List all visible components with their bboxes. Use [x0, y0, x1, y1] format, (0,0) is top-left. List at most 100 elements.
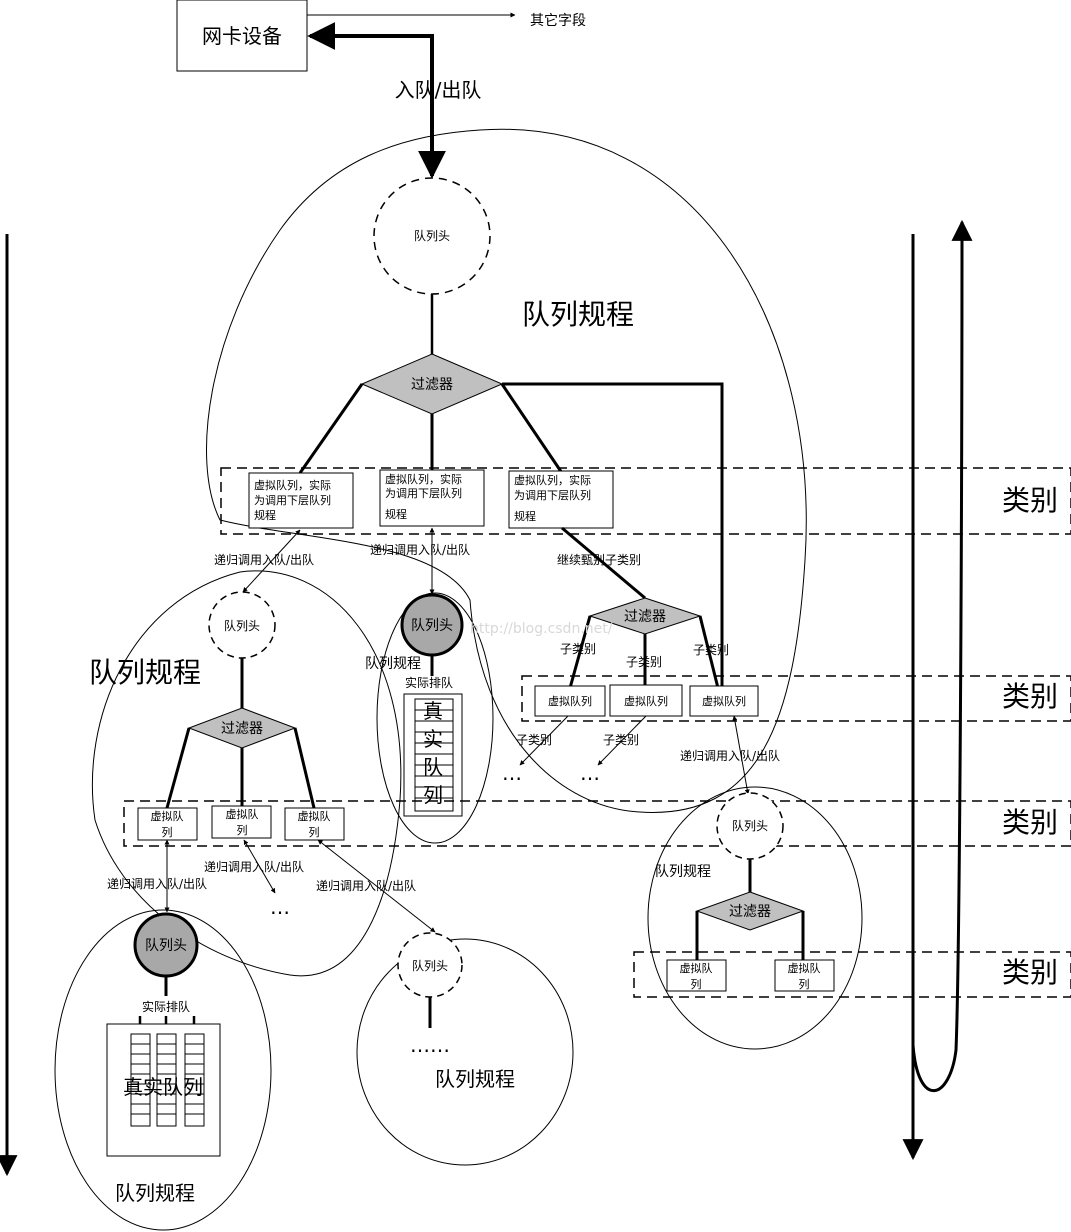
- bottom-middle-qdisc-label: 队列规程: [435, 1067, 515, 1091]
- right-vq1-line2: 列: [691, 977, 702, 991]
- bottom-left-qdisc-label: 队列规程: [115, 1181, 195, 1205]
- other-fields-label: 其它字段: [530, 12, 586, 29]
- class-band-1: [220, 467, 1071, 535]
- sub-filter-label: 过滤器: [624, 609, 666, 625]
- left-filter-edge-1: [165, 727, 191, 809]
- left-vq1-line2: 列: [162, 825, 173, 839]
- vq3-line2: 为调用下层队列: [514, 488, 591, 502]
- subclass-label-4: 子类别: [516, 733, 552, 747]
- subclass-label-5: 子类别: [603, 733, 639, 747]
- left-vq1-line1: 虚拟队: [151, 809, 184, 823]
- class-band-2: [521, 675, 1071, 722]
- right-filter-diamond: [695, 891, 805, 931]
- middle-real-queue-char-1: 真: [423, 699, 443, 723]
- left-queue-head-label: 队列头: [224, 618, 260, 633]
- right-vq2-line2: 列: [799, 977, 810, 991]
- nic-box: [176, 0, 308, 72]
- left-qdisc-outline: [91, 570, 402, 977]
- top-filter-edge-1: [298, 383, 364, 474]
- virtual-queue-box-2: [379, 469, 485, 527]
- middle-real-queue-char-3: 队: [423, 755, 443, 779]
- class-band-3-label: 类别: [1002, 806, 1058, 839]
- class-band-1-label: 类别: [1002, 484, 1058, 517]
- nic-return-arrow: [307, 22, 434, 110]
- ellipsis-2: …: [580, 761, 600, 785]
- left-virtual-queue-1: [137, 807, 198, 841]
- right-queue-head-label: 队列头: [732, 818, 768, 833]
- left-vq3-line2: 列: [309, 825, 320, 839]
- ellipsis-1: …: [502, 761, 522, 785]
- bottom-left-real-queue-columns: [130, 1033, 205, 1127]
- bottom-middle-qdisc-outline: [356, 938, 574, 1166]
- left-virtual-queue-3: [284, 807, 345, 841]
- vq1-line2: 为调用下层队列: [254, 493, 331, 507]
- sub-vq2-label: 虚拟队列: [624, 694, 668, 708]
- recursive-arrow-1: [242, 529, 301, 593]
- top-filter-bypass-edge: [502, 382, 724, 688]
- bottom-left-qdisc-outline: [54, 909, 272, 1231]
- middle-queue-head-label: 队列头: [411, 618, 453, 634]
- class-band-4-label: 类别: [1002, 956, 1058, 989]
- sub-virtual-queue-3: [689, 685, 759, 717]
- right-qdisc-outline: [647, 786, 863, 1050]
- middle-actual-queueing-label: 实际排队: [405, 675, 453, 690]
- bottom-left-actual-queueing-label: 实际排队: [142, 999, 190, 1014]
- subclass-label-2: 子类别: [626, 655, 662, 669]
- class-band-2-label: 类别: [1002, 680, 1058, 713]
- sub-vq1-label: 虚拟队列: [548, 694, 592, 708]
- left-ellipsis: …: [270, 895, 290, 919]
- left-recursive-label-2: 递归调用入队/出队: [204, 859, 304, 874]
- left-vq2-line2: 列: [237, 823, 248, 837]
- bottom-left-queue-head-label: 队列头: [145, 938, 187, 954]
- recursive-label-1: 递归调用入队/出队: [214, 552, 314, 567]
- top-qdisc-outline: [206, 128, 807, 813]
- middle-qdisc-label: 队列规程: [365, 656, 421, 672]
- bottom-middle-ellipsis: ……: [410, 1033, 450, 1057]
- middle-real-queue-char-2: 实: [423, 727, 443, 751]
- vq1-line1: 虚拟队列，实际: [254, 478, 331, 492]
- left-vq3-line1: 虚拟队: [298, 809, 331, 823]
- top-queue-head-label: 队列头: [414, 228, 450, 243]
- right-virtual-queue-2: [774, 959, 835, 992]
- vq3-line1: 虚拟队列，实际: [514, 473, 591, 487]
- vq3-line3: 规程: [514, 509, 536, 523]
- right-side-up-arrow: [911, 219, 973, 1093]
- left-recursive-arrow-3: [317, 839, 436, 933]
- top-qdisc-label: 队列规程: [522, 298, 634, 331]
- left-qdisc-label: 队列规程: [89, 656, 201, 689]
- continue-classify-label: 继续甄别子类别: [557, 553, 641, 567]
- top-filter-edge-3: [500, 383, 564, 474]
- left-virtual-queue-2: [211, 805, 272, 839]
- right-vq2-line1: 虚拟队: [788, 961, 821, 975]
- nic-label: 网卡设备: [202, 24, 282, 48]
- vq2-line1: 虚拟队列，实际: [385, 472, 462, 486]
- sub-virtual-queue-1: [534, 685, 606, 717]
- left-filter-label: 过滤器: [221, 721, 263, 737]
- continue-classify-edge: [561, 526, 646, 600]
- right-qdisc-label: 队列规程: [655, 864, 711, 880]
- left-vq2-line1: 虚拟队: [226, 807, 259, 821]
- recursive-label-3: 递归调用入队/出队: [680, 748, 780, 763]
- right-vq1-line1: 虚拟队: [680, 961, 713, 975]
- vq1-line3: 规程: [254, 508, 276, 522]
- right-filter-label: 过滤器: [729, 904, 771, 920]
- subclass-arrow-1: [519, 715, 569, 766]
- class-band-3: [123, 800, 1071, 847]
- vq2-line2: 为调用下层队列: [385, 486, 462, 500]
- bottom-middle-queue-head-label: 队列头: [412, 958, 448, 973]
- middle-real-queue-char-4: 列: [423, 783, 443, 807]
- bottom-left-real-queue-label: 真实队列: [123, 1075, 203, 1099]
- left-recursive-arrow-2: [243, 839, 276, 894]
- middle-real-queue-slots: [414, 698, 454, 812]
- recursive-label-2: 递归调用入队/出队: [370, 542, 470, 557]
- watermark: http://blog.csdn.net/: [470, 621, 613, 637]
- subclass-label-1: 子类别: [560, 642, 596, 656]
- right-virtual-queue-1: [666, 959, 727, 992]
- left-filter-edge-3: [293, 727, 316, 809]
- enqueue-dequeue-label: 入队/出队: [395, 78, 482, 102]
- recursive-arrow-3: [732, 715, 750, 795]
- virtual-queue-box-1: [248, 472, 354, 529]
- virtual-queue-box-3: [508, 470, 614, 529]
